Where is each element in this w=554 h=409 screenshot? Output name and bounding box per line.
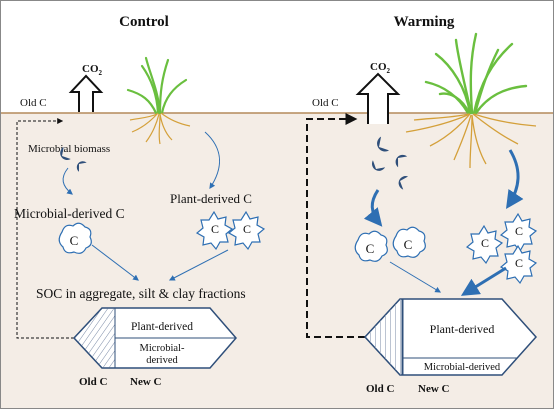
warming-new-c-bottom: New C [418, 383, 450, 395]
control-title: Control [119, 14, 169, 30]
svg-text:C: C [211, 222, 219, 236]
warming-arrow-to-plant-c [506, 149, 524, 209]
warming-arrow-to-microbial-c [363, 189, 383, 227]
plant-c-star-icon: C [195, 210, 234, 251]
warming-title: Warming [394, 14, 455, 30]
plant-c-star-icon: C [465, 224, 504, 265]
control-old-c-top: Old C [20, 97, 47, 109]
warming-soc-hexagon [363, 298, 538, 376]
microbe-icon [60, 146, 71, 160]
control-old-c-path [16, 118, 74, 339]
microbe-icon [398, 176, 409, 190]
control-old-c-bottom: Old C [79, 376, 107, 388]
microbe-icon [76, 161, 87, 172]
control-hex-plant-derived: Plant-derived [131, 321, 193, 333]
svg-text:C: C [404, 237, 413, 252]
microbial-c-blob-icon: C [392, 226, 426, 258]
control-new-c-bottom: New C [130, 376, 162, 388]
control-co2-label: CO2 [82, 63, 103, 77]
control-soc-label: SOC in aggregate, silt & clay fractions [36, 286, 246, 301]
control-arrow-plant-to-soc [168, 249, 229, 281]
control-co2-arrow [68, 74, 104, 112]
control-grass-icon [126, 56, 188, 115]
svg-text:C: C [481, 236, 489, 250]
svg-text:C: C [515, 256, 523, 270]
warming-arrow-microbial-to-soc [389, 261, 442, 293]
warming-roots-icon [405, 113, 537, 169]
control-plant-derived-c-label: Plant-derived C [170, 191, 252, 206]
warming-grass-icon [424, 32, 528, 115]
control-microbial-derived-c-label: Microbial-derived C [14, 206, 125, 221]
svg-text:C: C [70, 233, 79, 248]
warming-co2-label: CO2 [370, 61, 391, 75]
warming-arrow-plant-to-soc [460, 266, 507, 296]
microbial-c-blob-icon: C [354, 230, 388, 262]
svg-text:C: C [366, 241, 375, 256]
plant-c-star-icon: C [499, 244, 538, 285]
control-hex-microbial-line1: Microbial- [140, 343, 185, 354]
microbe-icon [395, 154, 408, 168]
svg-text:C: C [243, 222, 251, 236]
warming-old-c-bottom: Old C [366, 383, 394, 395]
control-microbial-biomass-label: Microbial biomass [28, 143, 110, 155]
warming-hex-plant-derived: Plant-derived [430, 322, 495, 336]
control-arrow-to-plant-c [204, 131, 220, 189]
plant-c-star-icon: C [227, 210, 266, 251]
control-soc-hexagon [72, 307, 237, 369]
microbe-icon [372, 160, 386, 171]
warming-co2-arrow [355, 72, 401, 124]
svg-text:C: C [515, 224, 523, 238]
control-arrow-to-microbial-c [62, 167, 73, 195]
warming-old-c-path [306, 113, 365, 338]
control-arrow-microbial-to-soc [91, 244, 139, 281]
control-roots-icon [129, 112, 191, 145]
warming-old-c-top: Old C [312, 97, 339, 109]
control-hex-microbial-line2: derived [146, 355, 178, 366]
microbial-c-blob-icon: C [58, 222, 92, 254]
warming-hex-microbial-derived: Microbial-derived [424, 362, 501, 373]
microbe-icon [377, 136, 390, 152]
